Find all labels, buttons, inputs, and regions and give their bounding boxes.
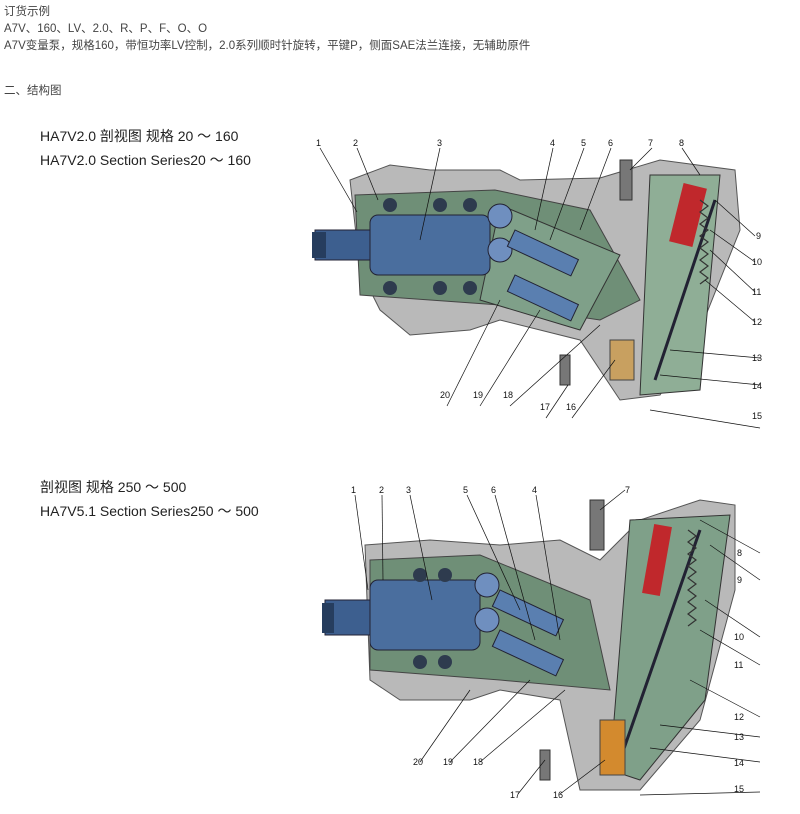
figure2-title-cn: 剖视图 规格 250 ～ 500 (40, 479, 187, 495)
fig2-callout-13: 13 (734, 732, 744, 742)
figure1-callout-lines (319, 147, 761, 429)
fig2-callout-18: 18 (473, 757, 483, 767)
fig1-callout-7: 7 (648, 138, 653, 148)
fig2-callout-6: 6 (491, 485, 496, 495)
fig2-callout-11: 11 (734, 660, 743, 670)
fig2-callout-14: 14 (734, 758, 744, 768)
fig2-callout-4: 4 (532, 485, 537, 495)
figure1-title-en: HA7V2.0 Section Series20 ～ 160 (40, 152, 251, 168)
fig2-callout-1: 1 (351, 485, 356, 495)
figure2-title-en: HA7V5.1 Section Series250 ～ 500 (40, 503, 259, 519)
fig1-callout-11: 11 (752, 287, 761, 297)
order-example-code: A7V、160、LV、2.0、R、P、F、O、O (4, 23, 208, 35)
fig1-callout-3: 3 (437, 138, 442, 148)
fig1-callout-2: 2 (353, 138, 358, 148)
fig1-callout-8: 8 (679, 138, 684, 148)
order-example-heading: 订货示例 (4, 6, 50, 18)
fig1-callout-17: 17 (540, 402, 550, 412)
figure2-pump-body (322, 499, 736, 791)
fig1-callout-15: 15 (752, 411, 762, 421)
fig1-callout-20: 20 (440, 390, 450, 400)
fig2-callout-10: 10 (734, 632, 744, 642)
fig1-callout-18: 18 (503, 390, 513, 400)
fig1-callout-16: 16 (566, 402, 576, 412)
order-example-description: A7V变量泵，规格160，带恒功率LV控制，2.0系列顺时针旋转，平键P，侧面S… (4, 40, 531, 52)
fig1-callout-14: 14 (752, 381, 762, 391)
fig2-callout-8: 8 (737, 548, 742, 558)
figure1-callout-labels: 1 2 3 4 5 6 7 8 9 10 11 12 13 14 15 16 1… (316, 138, 762, 421)
figure1-title-cn: HA7V2.0 剖视图 规格 20 ～ 160 (40, 128, 239, 144)
fig1-callout-9: 9 (756, 231, 761, 241)
fig2-callout-3: 3 (406, 485, 411, 495)
fig2-callout-12: 12 (734, 712, 744, 722)
fig1-callout-19: 19 (473, 390, 483, 400)
fig2-callout-7: 7 (625, 485, 630, 495)
fig2-callout-19: 19 (443, 757, 453, 767)
section-heading: 二、结构图 (4, 85, 62, 97)
fig1-callout-13: 13 (752, 353, 762, 363)
fig2-callout-20: 20 (413, 757, 423, 767)
figure2-callout-lines (354, 489, 761, 796)
fig2-callout-5: 5 (463, 485, 468, 495)
figure2-callout-labels: 1 2 3 5 6 4 7 8 9 10 11 12 13 14 15 16 1… (351, 485, 744, 800)
fig2-callout-15: 15 (734, 784, 744, 794)
fig1-callout-1: 1 (316, 138, 321, 148)
fig2-callout-17: 17 (510, 790, 520, 800)
fig1-callout-4: 4 (550, 138, 555, 148)
fig1-callout-10: 10 (752, 257, 762, 267)
fig2-callout-9: 9 (737, 575, 742, 585)
fig1-callout-6: 6 (608, 138, 613, 148)
fig2-callout-2: 2 (379, 485, 384, 495)
figure1-pump-body (312, 159, 741, 401)
fig1-callout-12: 12 (752, 317, 762, 327)
fig1-callout-5: 5 (581, 138, 586, 148)
fig2-callout-16: 16 (553, 790, 563, 800)
